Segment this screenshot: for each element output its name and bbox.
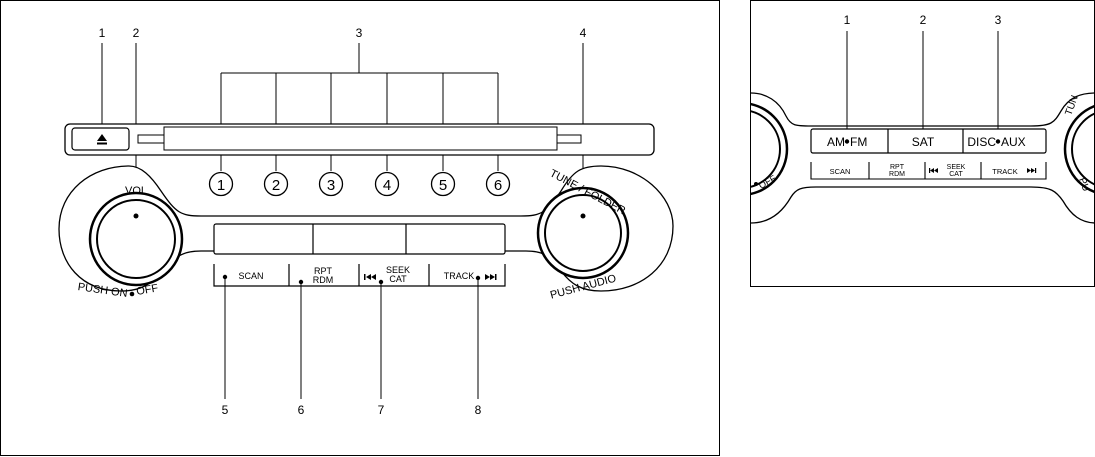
detail-diagram: 1 2 3 OFF TUN PU AM FM SAT DISC AUX xyxy=(750,13,1095,224)
detail-diagram-panel: 1 2 3 OFF TUN PU AM FM SAT DISC AUX xyxy=(750,0,1095,287)
tune-folder-knob[interactable] xyxy=(536,186,630,280)
detail-tune-knob[interactable] xyxy=(1063,103,1095,195)
sat-button[interactable]: SAT xyxy=(912,135,935,149)
callout-1: 1 xyxy=(99,26,106,40)
skip-forward-icon xyxy=(485,274,497,280)
detail-scan-button[interactable]: SCAN xyxy=(830,167,851,176)
volume-knob[interactable] xyxy=(88,191,184,287)
detail-seek-label[interactable]: SEEK xyxy=(947,164,966,171)
callout-7: 7 xyxy=(378,403,385,417)
disc-label: DISC xyxy=(967,135,996,149)
preset-label-4: 4 xyxy=(383,177,391,194)
am-label: AM xyxy=(827,135,845,149)
preset-button-6[interactable]: 6 xyxy=(485,171,511,197)
rdm-button-label[interactable]: RDM xyxy=(313,275,334,285)
preset-button-5[interactable]: 5 xyxy=(430,171,456,197)
detail-track-button[interactable]: TRACK xyxy=(992,167,1017,176)
preset-button-3[interactable]: 3 xyxy=(318,171,344,197)
callout-3: 3 xyxy=(356,26,363,40)
fm-label: FM xyxy=(850,135,867,149)
detail-faceplate-bottom xyxy=(751,186,1094,224)
disc-aux-button[interactable]: DISC AUX xyxy=(967,135,1025,149)
aux-label: AUX xyxy=(1001,135,1026,149)
detail-skip-forward-icon xyxy=(1027,168,1037,173)
preset-label-6: 6 xyxy=(494,177,502,194)
detail-volume-knob[interactable] xyxy=(750,102,789,196)
off-label: OFF xyxy=(135,282,159,298)
detail-callout-1: 1 xyxy=(844,13,851,27)
detail-partial-push-text: PU xyxy=(1076,176,1091,193)
detail-band-button-bar xyxy=(810,128,1047,154)
detail-function-button-bar xyxy=(810,162,1047,180)
detail-cat-label[interactable]: CAT xyxy=(949,171,963,178)
display-window xyxy=(163,126,558,151)
scan-button[interactable]: SCAN xyxy=(238,271,263,281)
seek-button-label[interactable]: SEEK xyxy=(386,265,410,275)
am-fm-button[interactable]: AM FM xyxy=(827,135,867,149)
callout-8: 8 xyxy=(475,403,482,417)
detail-faceplate-top xyxy=(751,92,1094,127)
callout-4: 4 xyxy=(580,26,587,40)
preset-button-4[interactable]: 4 xyxy=(374,171,400,197)
rpt-button-label[interactable]: RPT xyxy=(314,266,333,276)
preset-label-5: 5 xyxy=(439,177,447,194)
band-button-row xyxy=(213,223,506,255)
track-button[interactable]: TRACK xyxy=(444,271,475,281)
eject-icon xyxy=(97,134,107,145)
preset-label-1: 1 xyxy=(217,177,225,194)
preset-button-1[interactable]: 1 xyxy=(208,171,234,197)
cat-button-label[interactable]: CAT xyxy=(389,274,407,284)
detail-partial-tune-text: TUN xyxy=(1063,94,1080,117)
preset-label-3: 3 xyxy=(327,177,335,194)
detail-callout-2: 2 xyxy=(920,13,927,27)
callout-5: 5 xyxy=(222,403,229,417)
detail-skip-back-icon xyxy=(929,168,938,173)
detail-rpt-label[interactable]: RPT xyxy=(890,164,905,171)
main-diagram: 1 2 3 4 VOL PUSH ON OFF xyxy=(58,26,674,417)
detail-callout-3: 3 xyxy=(995,13,1002,27)
vol-label: VOL xyxy=(125,185,147,197)
band-button-bar xyxy=(213,223,506,255)
preset-button-2[interactable]: 2 xyxy=(263,171,289,197)
callout-6: 6 xyxy=(298,403,305,417)
callout-2: 2 xyxy=(133,26,140,40)
preset-label-2: 2 xyxy=(272,177,280,194)
skip-back-icon xyxy=(364,274,376,280)
detail-rdm-label[interactable]: RDM xyxy=(889,171,905,178)
main-diagram-panel: 1 2 3 4 VOL PUSH ON OFF xyxy=(0,0,720,456)
